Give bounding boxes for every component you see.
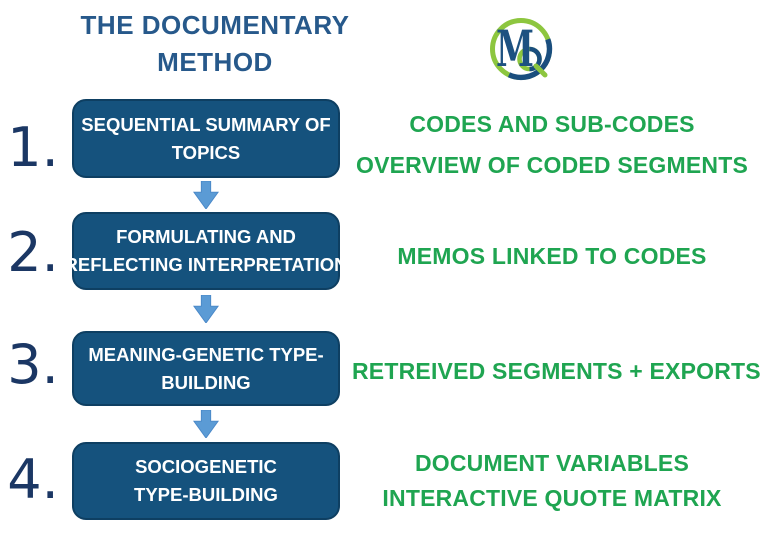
step-4-number: 4.	[7, 448, 59, 511]
step-4-box-line1: SOCIOGENETIC	[135, 456, 277, 477]
step-4-output-line2: INTERACTIVE QUOTE MATRIX	[382, 485, 722, 511]
step-1-box-line1: SEQUENTIAL SUMMARY OF	[81, 113, 331, 135]
step-2-box: FORMULATING AND REFLECTING INTERPRETATIO…	[65, 212, 348, 290]
logo-q-tail	[533, 63, 548, 78]
logo-letter-m: M	[496, 19, 534, 78]
page-title-line1: THE DOCUMENTARY	[80, 10, 350, 40]
step-3-box-line1: MEANING-GENETIC TYPE-	[88, 343, 324, 365]
step-4-box: SOCIOGENETIC TYPE-BUILDING	[72, 442, 340, 520]
step-4-box-line2: TYPE-BUILDING	[134, 484, 278, 505]
logo-letter-q-blue-arc	[529, 46, 542, 72]
step-4-outputs: DOCUMENT VARIABLES INTERACTIVE QUOTE MAT…	[352, 446, 752, 516]
step-1-box-line2: TOPICS	[171, 141, 241, 163]
step-1-output-line2: OVERVIEW OF CODED SEGMENTS	[356, 152, 748, 178]
step-1-box: SEQUENTIAL SUMMARY OF TOPICS	[72, 99, 340, 178]
step-2-box-line1: FORMULATING AND	[116, 226, 296, 247]
step-3-box-line2: BUILDING	[161, 371, 251, 393]
step-3-outputs: RETREIVED SEGMENTS + EXPORTS	[352, 357, 761, 385]
down-arrow-icon	[193, 181, 219, 209]
step-2-outputs: MEMOS LINKED TO CODES	[352, 242, 752, 270]
step-1-outputs: CODES AND SUB-CODES OVERVIEW OF CODED SE…	[352, 104, 752, 186]
page-title-line2: METHOD	[157, 47, 273, 77]
step-4-output-line1: DOCUMENT VARIABLES	[414, 450, 690, 476]
maxqda-logo-icon: M	[490, 18, 553, 81]
step-2-output-line1: MEMOS LINKED TO CODES	[397, 243, 707, 269]
down-arrow-icon	[193, 410, 219, 438]
down-arrow-icon	[193, 295, 219, 323]
step-3-number: 3.	[7, 333, 59, 396]
page-title: THE DOCUMENTARY METHOD	[60, 7, 370, 81]
step-2-number: 2.	[7, 221, 59, 284]
step-2-box-line2: REFLECTING INTERPRETATION	[64, 254, 348, 275]
step-3-output-line1: RETREIVED SEGMENTS + EXPORTS	[352, 358, 761, 384]
step-1-number: 1.	[7, 116, 59, 179]
step-1-output-line1: CODES AND SUB-CODES	[409, 111, 695, 137]
step-3-box: MEANING-GENETIC TYPE- BUILDING	[72, 331, 340, 406]
